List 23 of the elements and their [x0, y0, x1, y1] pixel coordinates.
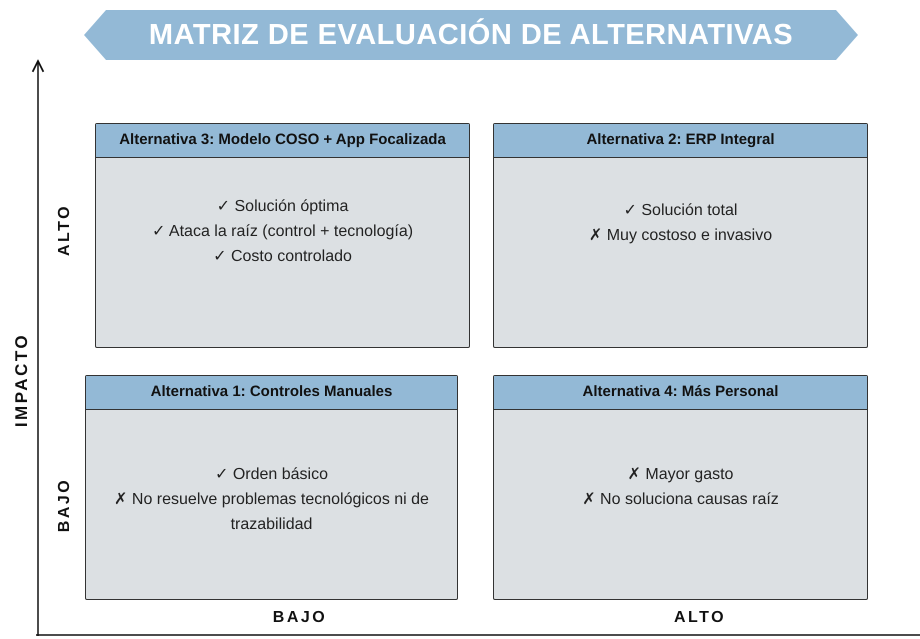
evaluation-point: ✗ No soluciona causas raíz [582, 490, 779, 510]
card-header: Alternativa 1: Controles Manuales [86, 376, 457, 410]
card-header: Alternativa 4: Más Personal [494, 376, 867, 410]
axis-label: ALTO [674, 609, 726, 627]
alternative-card [493, 123, 868, 348]
evaluation-point: ✓ Orden básico [214, 465, 328, 485]
alternative-card [85, 375, 458, 600]
evaluation-point: ✓ Costo controlado [213, 247, 352, 267]
title-banner: MATRIZ DE EVALUACIÓN DE ALTERNATIVAS [84, 10, 858, 60]
axis-label: BAJO [56, 478, 74, 532]
axis-label: BAJO [272, 609, 328, 627]
alternative-card [493, 375, 868, 600]
axis-label: IMPACTO [12, 332, 32, 428]
evaluation-point: ✓ Solución óptima [216, 197, 348, 217]
axis-label: ALTO [56, 204, 74, 256]
evaluation-point: ✓ Ataca la raíz (control + tecnología) [152, 222, 414, 242]
evaluation-point: ✗ No resuelve problemas tecnológicos ni de trazabilidad [113, 490, 430, 535]
card-header: Alternativa 3: Modelo COSO + App Focalizada [96, 124, 469, 158]
card-header: Alternativa 2: ERP Integral [494, 124, 867, 158]
alternative-card [95, 123, 470, 348]
evaluation-point: ✗ Mayor gasto [628, 465, 734, 485]
evaluation-point: ✓ Solución total [624, 201, 738, 221]
evaluation-point: ✗ Muy costoso e invasivo [588, 226, 772, 246]
